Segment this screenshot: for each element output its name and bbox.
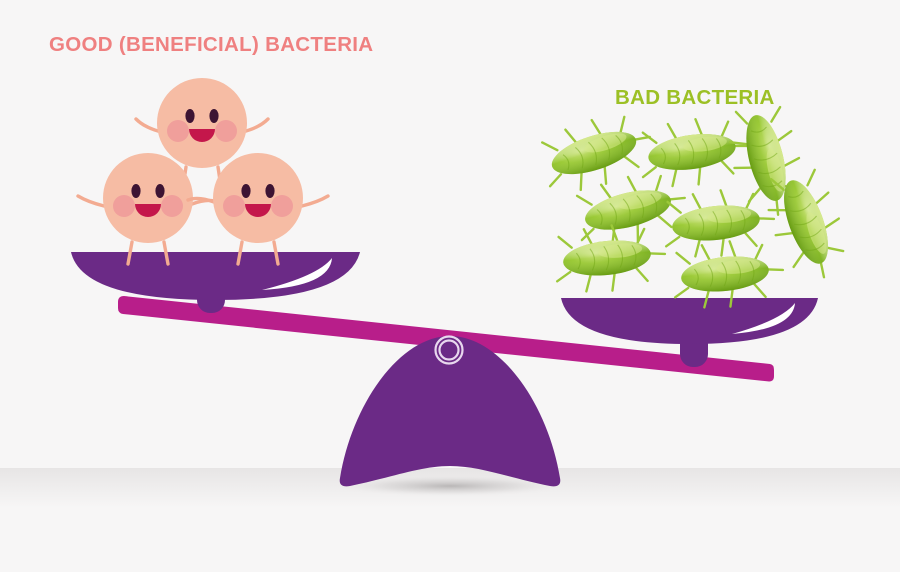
bad-bacteria-group bbox=[533, 98, 858, 314]
base-shadow bbox=[330, 475, 570, 497]
right-pan-highlight bbox=[732, 303, 795, 334]
left-pan-highlight bbox=[262, 258, 332, 290]
left-pan-dish bbox=[71, 252, 360, 300]
base-body bbox=[339, 336, 561, 487]
good-bacterium-right-limbs bbox=[186, 194, 330, 266]
right-pan-group bbox=[561, 298, 818, 367]
pivot-inner-ring-icon bbox=[438, 339, 460, 361]
good-bacterium-left bbox=[76, 153, 220, 266]
good-bacteria-label: GOOD (BENEFICIAL) BACTERIA bbox=[49, 33, 374, 56]
bad-bacteria-label: BAD BACTERIA bbox=[615, 86, 775, 109]
bad-bacterium-2 bbox=[634, 111, 756, 194]
right-pan-dish bbox=[561, 298, 818, 344]
left-pan-group bbox=[71, 252, 360, 313]
scale-base bbox=[339, 335, 561, 487]
bad-bacterium-1 bbox=[533, 103, 661, 202]
good-bacterium-right bbox=[186, 153, 330, 266]
pivot-outer-ring-icon bbox=[434, 335, 464, 365]
bad-bacterium-7 bbox=[550, 218, 670, 298]
good-bacteria-group bbox=[76, 78, 330, 266]
